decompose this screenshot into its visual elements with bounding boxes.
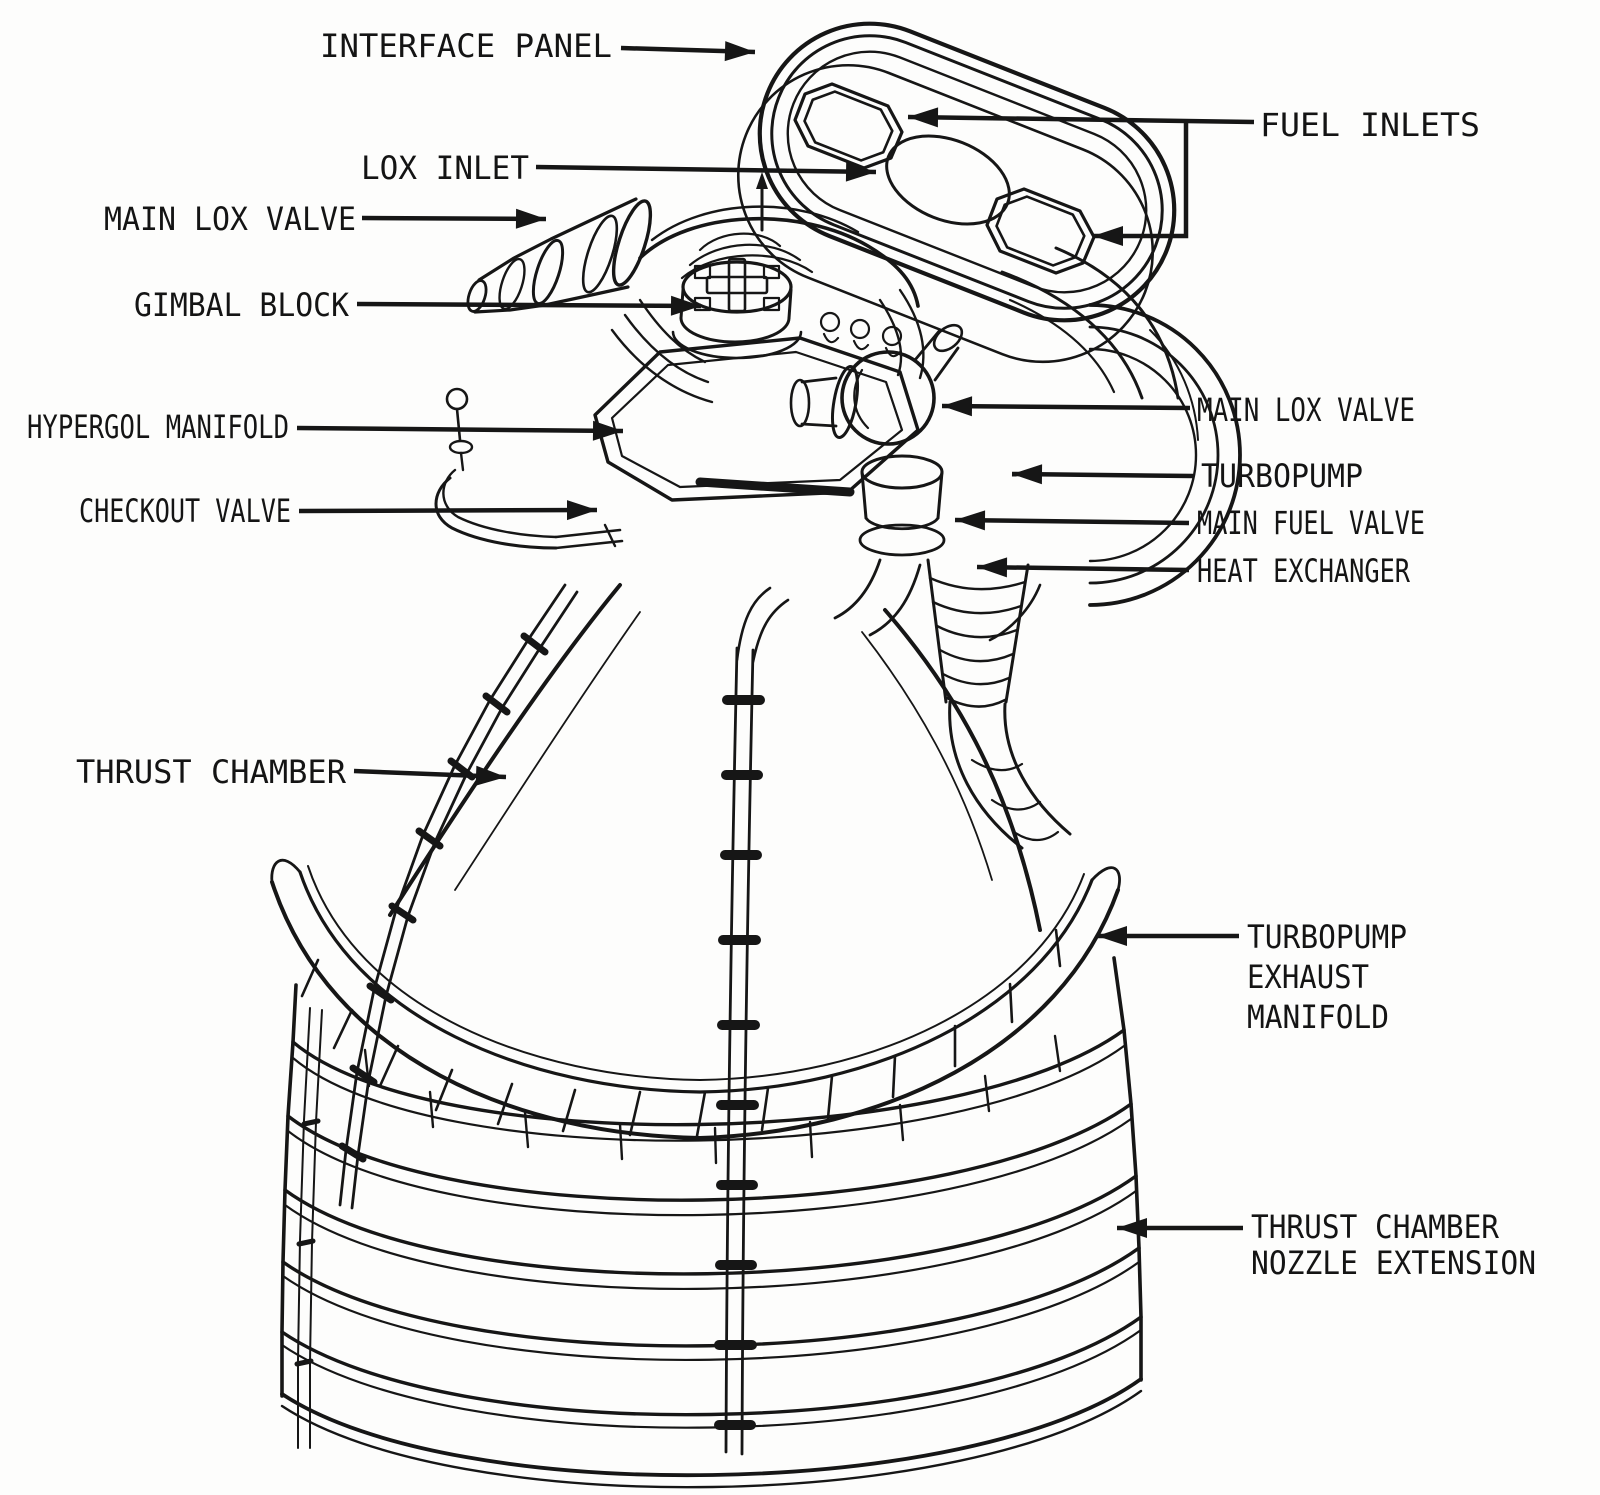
arrowhead-interface-panel-1 [724,41,755,62]
arrowhead-fuel-inlets-1 [908,107,939,128]
arrowhead-fuel-inlets-2 [1093,226,1123,246]
label-heat-exchanger: HEAT EXCHANGER [1197,552,1411,590]
leader-main-lox-valve-left-1 [361,215,547,222]
leader-fuel-inlets-2 [1093,122,1189,239]
label-thrust-chamber-nozzle-extension-line2: NOZZLE EXTENSION [1251,1244,1536,1282]
thrust-chamber-nozzle-extension-part [280,956,1143,1489]
hypergol-and-checkout-valve-part [434,387,624,550]
label-lox-inlet: LOX INLET [361,149,529,187]
leader-turbopump-1 [1011,471,1194,479]
main-fuel-valve-part [833,454,946,637]
label-turbopump: TURBOPUMP [1201,457,1363,495]
leader-lox-inlet-1 [535,164,877,175]
interface-panel-part [736,21,1177,364]
arrowhead-checkout-valve-1 [567,500,597,521]
arrowhead-thrust-chamber-1 [475,765,506,786]
manifold-segment-lines [300,928,1062,1138]
label-main-lox-valve-right: MAIN LOX VALVE [1197,391,1415,429]
label-checkout-valve: CHECKOUT VALVE [79,492,291,530]
lox-inlet-opening [885,134,1011,226]
fuel-inlet-opening-bottom [985,187,1096,275]
thrust-chamber-part [388,583,1042,932]
fuel-line-left [338,583,579,1210]
label-thrust-chamber-nozzle-extension: THRUST CHAMBER [1251,1208,1500,1246]
drain-line-left [297,1007,323,1449]
label-turbopump-exhaust-manifold: TURBOPUMP [1247,918,1407,956]
arrowhead-turbopump-exhaust-manifold-1 [1097,926,1127,946]
center-pipe [714,586,790,1456]
label-interface-panel: INTERFACE PANEL [320,27,612,65]
arrowhead-lox-inlet-1 [845,161,876,182]
main-lox-valve-left-part [466,197,653,314]
igniter-ports [819,311,903,358]
label-main-lox-valve-left: MAIN LOX VALVE [104,200,356,238]
injector-plate [593,288,925,502]
arrowhead-main-lox-valve-left-1 [515,208,546,229]
gimbal-block-part [671,257,803,360]
pipe-clamps [714,695,765,1430]
label-fuel-inlets: FUEL INLETS [1260,106,1480,144]
arrowhead-heat-exchanger-1 [977,557,1008,578]
fuel-inlet-opening-top [793,82,904,170]
arrowhead-main-fuel-valve-1 [955,510,986,531]
lox-dome [638,172,920,308]
label-main-fuel-valve: MAIN FUEL VALVE [1197,504,1425,542]
leader-heat-exchanger-1 [976,564,1190,573]
arrowhead-thrust-chamber-nozzle-extension-1 [1117,1218,1147,1238]
arrowhead-turbopump-1 [1012,464,1043,485]
main-lox-valve-right-part [789,323,964,446]
label-turbopump-exhaust-manifold-line2: EXHAUST [1247,958,1369,996]
panel-to-turbopump-duct [1000,246,1180,400]
label-gimbal-block: GIMBAL BLOCK [134,286,350,324]
arrowhead-main-lox-valve-right-1 [942,396,973,417]
arrowhead-gimbal-block-1 [670,295,701,316]
arrowhead-hypergol-manifold-1 [592,420,623,441]
leader-main-lox-valve-right-1 [941,403,1191,411]
leader-gimbal-block-1 [356,301,702,309]
label-hypergol-manifold: HYPERGOL MANIFOLD [27,408,289,446]
leader-hypergol-manifold-1 [296,425,624,434]
turbopump-exhaust-manifold-part [270,858,1121,1140]
label-turbopump-exhaust-manifold-line3: MANIFOLD [1247,998,1389,1036]
leader-fuel-inlets-1 [907,114,1255,125]
leader-checkout-valve-1 [298,507,598,514]
label-thrust-chamber: THRUST CHAMBER [76,753,347,791]
heat-exchanger-part [926,558,1072,850]
leader-main-fuel-valve-1 [954,517,1190,526]
